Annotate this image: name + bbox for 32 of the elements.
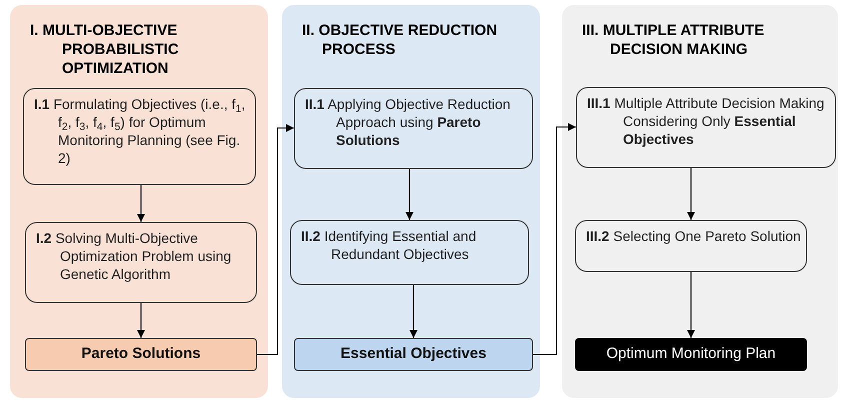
process-box [576,87,836,168]
result-box [25,338,257,371]
step-text: III.1 Multiple Attribute Decision Making Considering Only Essential Objectives [587,94,826,148]
process-box [294,88,533,169]
stage-panel [10,5,268,398]
process-box [290,220,529,285]
arrow [687,168,695,220]
result-text: Essential Objectives [340,344,486,364]
stage-panel [282,5,540,398]
panel-heading: III. MULTIPLE ATTRIBUTE DECISION MAKING [582,21,766,59]
result-text: Pareto Solutions [81,344,201,364]
result-box [294,338,533,371]
step-text: II.1 Applying Objective Reduction Approach using Pareto Solutions [305,95,512,149]
process-box [575,220,807,272]
arrow [137,303,145,338]
process-box [23,88,256,185]
final-result-box [575,338,807,371]
step-text: III.2 Selecting One Pareto Solution [586,227,802,245]
panel-heading: I. MULTI-OBJECTIVE PROBABILISTIC OPTIMIZATION [30,21,180,78]
step-text: I.1 Formulating Objectives (i.e., f$_{1}$, f$_{2}$, f$_{3}$, f$_{4}$, f$_{5}$) for Optimum Monitoring Planning (see Fig. 2) [34,95,246,167]
arrow [687,272,695,338]
arrow [137,185,145,222]
panel-heading: II. OBJECTIVE REDUCTION PROCESS [302,21,498,59]
arrow [410,285,418,338]
arrow [533,123,576,356]
step-text: II.2 Identifying Essential and Redundant Objectives [301,227,478,263]
process-box [25,222,257,303]
step-text: I.2 Solving Multi-Objective Optimization Problem using Genetic Algorithm [36,229,232,283]
result-text: Optimum Monitoring Plan [606,344,776,364]
arrow [257,124,294,356]
arrow [406,169,414,220]
stage-panel [562,5,838,398]
